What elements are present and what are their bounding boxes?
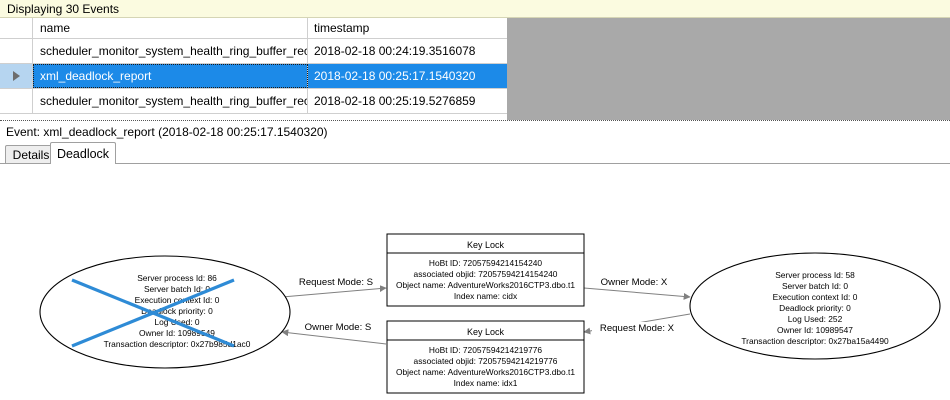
row-selector-cell[interactable] — [0, 89, 33, 113]
cell-event-timestamp[interactable]: 2018-02-18 00:25:17.1540320 — [308, 64, 507, 88]
tab-deadlock-label: Deadlock — [56, 146, 110, 161]
edge-left-request-top: Request Mode: S — [281, 276, 387, 298]
deadlock-graph-canvas[interactable]: top key lock --> Request Mode: S right p… — [0, 163, 950, 400]
process-left-line-2: Execution context Id: 0 — [135, 295, 220, 305]
process-left-line-0: Server process Id: 86 — [137, 273, 217, 283]
displaying-events-label: Displaying 30 Events — [7, 1, 120, 16]
cell-event-name[interactable]: scheduler_monitor_system_health_ring_buf… — [33, 89, 308, 113]
events-grid-area: name timestamp scheduler_monitor_system_… — [0, 18, 950, 120]
process-right-line-0: Server process Id: 58 — [775, 270, 855, 280]
resource-bottom-line-0: HoBt ID: 72057594214219776 — [429, 345, 542, 355]
process-right-line-1: Server batch Id: 0 — [782, 281, 848, 291]
victim-cross-icon — [71, 278, 235, 348]
edge-label-top-owner-right: Owner Mode: X — [601, 277, 668, 288]
resource-top-line-3: Index name: cidx — [454, 291, 518, 301]
edge-label-right-request-bottom: Request Mode: X — [600, 323, 675, 334]
resource-bottom-box[interactable] — [386, 320, 585, 394]
process-node-right[interactable]: Server process Id: 58 Server batch Id: 0… — [689, 252, 941, 360]
edge-top-owner-right: Owner Mode: X — [583, 276, 691, 300]
process-left-line-5: Owner Id: 10989549 — [139, 328, 215, 338]
tab-details-label: Details — [12, 148, 50, 162]
edge-label-bottom-owner-left: Owner Mode: S — [305, 322, 372, 333]
table-row-selected[interactable]: xml_deadlock_report 2018-02-18 00:25:17.… — [0, 64, 507, 89]
resource-node-bottom[interactable]: Key Lock HoBt ID: 72057594214219776 asso… — [386, 320, 585, 394]
resource-bottom-line-1: associated objid: 72057594214219776 — [414, 356, 558, 366]
event-caption: Event: xml_deadlock_report (2018-02-18 0… — [0, 120, 950, 142]
event-caption-label: Event: xml_deadlock_report (2018-02-18 0… — [6, 124, 328, 139]
tab-strip: Details Deadlock — [0, 142, 950, 164]
process-right-line-6: Transaction descriptor: 0x27ba15a4490 — [741, 336, 889, 346]
resource-top-line-2: Object name: AdventureWorks2016CTP3.dbo.… — [396, 280, 575, 290]
resource-bottom-line-3: Index name: idx1 — [454, 378, 518, 388]
process-right-line-4: Log Used: 252 — [788, 314, 843, 324]
current-row-arrow-icon — [12, 71, 20, 81]
edge-bottom-owner-left: Owner Mode: S — [281, 321, 387, 345]
process-node-left[interactable]: Server process Id: 86 Server batch Id: 0… — [39, 255, 291, 369]
cell-event-timestamp[interactable]: 2018-02-18 00:24:19.3516078 — [314, 44, 476, 58]
process-right-line-2: Execution context Id: 0 — [773, 292, 858, 302]
resource-top-title: Key Lock — [467, 240, 505, 250]
resource-top-line-0: HoBt ID: 72057594214154240 — [429, 258, 542, 268]
table-row[interactable]: scheduler_monitor_system_health_ring_buf… — [0, 39, 507, 64]
process-left-line-1: Server batch Id: 0 — [144, 284, 210, 294]
resource-top-line-1: associated objid: 72057594214154240 — [414, 269, 558, 279]
cell-event-name[interactable]: xml_deadlock_report — [33, 64, 308, 88]
row-selector-header-cell — [0, 18, 33, 38]
resource-top-box[interactable] — [386, 233, 585, 307]
column-header-timestamp[interactable]: timestamp — [314, 21, 370, 35]
process-left-line-3: Deadlock priority: 0 — [141, 306, 213, 316]
events-grid[interactable]: name timestamp scheduler_monitor_system_… — [0, 18, 508, 120]
column-header-name[interactable]: name — [33, 18, 308, 38]
process-right-line-3: Deadlock priority: 0 — [779, 303, 851, 313]
cell-event-name[interactable]: scheduler_monitor_system_health_ring_buf… — [33, 39, 308, 63]
table-row[interactable]: scheduler_monitor_system_health_ring_buf… — [0, 89, 507, 114]
row-selector-cell[interactable] — [0, 64, 33, 88]
process-left-line-6: Transaction descriptor: 0x27b985d1ac0 — [104, 339, 251, 349]
resource-bottom-line-2: Object name: AdventureWorks2016CTP3.dbo.… — [396, 367, 575, 377]
cell-event-timestamp[interactable]: 2018-02-18 00:25:19.5276859 — [314, 94, 476, 108]
edge-label-left-request-top: Request Mode: S — [299, 277, 373, 288]
process-ellipse-right[interactable] — [689, 252, 941, 360]
edge-right-request-bottom: Request Mode: X — [583, 313, 691, 335]
tab-deadlock[interactable]: Deadlock — [50, 142, 116, 164]
process-right-line-5: Owner Id: 10989547 — [777, 325, 853, 335]
resource-bottom-title: Key Lock — [467, 327, 505, 337]
events-grid-header-row: name timestamp — [0, 18, 507, 39]
resource-node-top[interactable]: Key Lock HoBt ID: 72057594214154240 asso… — [386, 233, 585, 307]
row-selector-cell[interactable] — [0, 39, 33, 63]
displaying-events-banner: Displaying 30 Events — [0, 0, 950, 18]
